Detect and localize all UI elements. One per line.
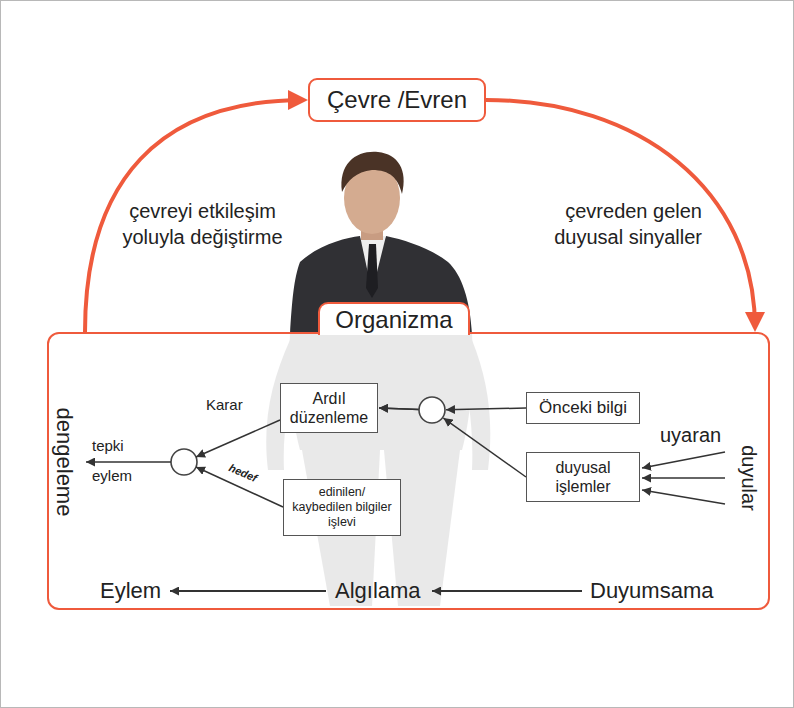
junction-circle [419,397,445,423]
line-label: eylem [92,467,132,484]
organism-box: OrganizmaÖnceki bilgiduyusal işlemlerArd… [47,332,770,610]
cycle-arrow [486,100,755,328]
process-box: edinilen/ kaybedilen bilgiler işlevi [283,479,401,536]
junction-label: Karar [206,396,243,413]
stage-label: Algılama [335,578,421,603]
node-heading: Organizma [335,306,452,333]
stage-label: Duyumsama [590,578,713,603]
node-text: Önceki bilgi [533,398,633,418]
process-box: duyusal işlemler [526,452,640,502]
cycle-arrow [85,100,304,332]
process-box: Önceki bilgi [526,392,640,424]
line-label: tepki [92,437,124,454]
edge-label: çevreyi etkileşim yoluyla değiştirme [110,198,295,250]
signal-line [196,420,280,457]
node-text: Çevre /Evren [327,86,467,114]
stage-label: Eylem [100,578,161,603]
input-line [642,490,725,504]
edge-label: çevreden gelen duyusal sinyaller [502,198,702,250]
junction-circle [171,449,197,475]
node-text: duyusal işlemler [533,458,633,496]
cycle-arrow-line [85,100,304,332]
input-line [642,477,725,479]
line-label: hedef [225,460,261,485]
input-label: uyaran [660,424,721,447]
person-figure [290,152,472,334]
environment-box: Çevre /Evren [308,78,486,122]
organism-tab: Organizma [318,302,470,335]
input-line [642,452,725,468]
side-label: duyular [737,445,760,511]
node-text: Ardıl düzenleme [287,389,371,427]
signal-line [86,461,171,463]
process-arrow [170,590,326,592]
person-figure-faded [266,334,490,606]
process-arrow [432,590,582,592]
cycle-arrow-line [486,100,755,328]
side-label: dengeleme [51,408,76,517]
node-text: edinilen/ kaybedilen bilgiler işlevi [290,485,394,530]
process-box: Ardıl düzenleme [280,383,378,433]
